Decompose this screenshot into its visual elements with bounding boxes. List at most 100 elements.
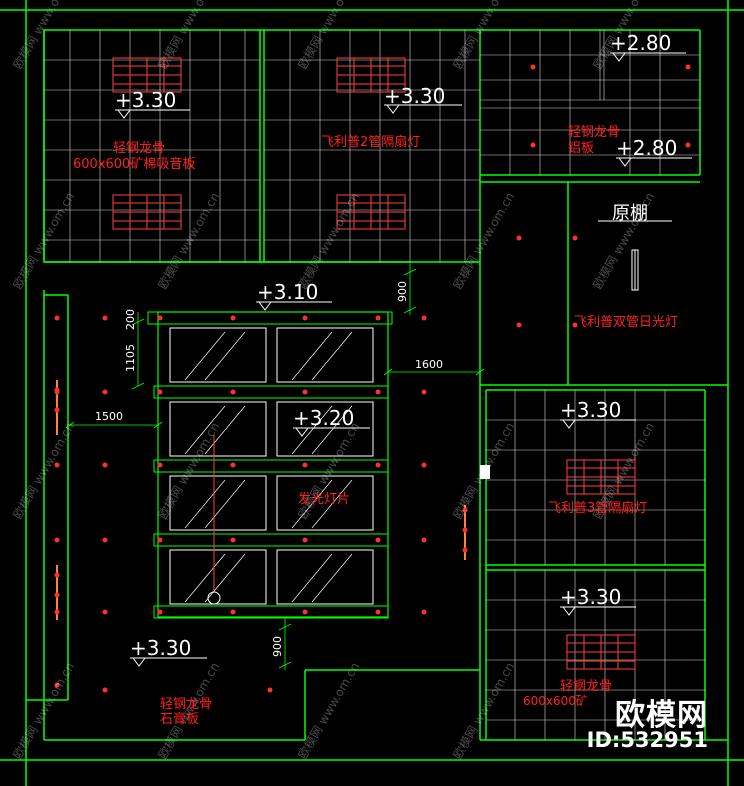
downlight-marker (302, 609, 308, 615)
downlights (54, 64, 691, 693)
label-top-left-1: 轻钢龙骨 (113, 141, 165, 156)
watermark-layer: 欧模网 www.om.cn 欧模网 www.om.cn 欧模网 www.om.cn 欧… (10, 0, 657, 762)
label-center-panel: 发光灯片 (298, 491, 350, 507)
dim-200: 200 (124, 309, 137, 330)
dim-1600: 1600 (415, 358, 443, 371)
downlight-marker (54, 407, 60, 413)
downlight-marker (54, 537, 60, 543)
room-labels: 轻钢龙骨 600x600矿棉吸音板 飞利普2管隔扇灯 轻钢龙骨 铝板 飞利普双管… (73, 125, 678, 727)
label-top-right-2: 铝板 (568, 141, 594, 156)
grid-right-low (486, 570, 705, 740)
elev-top-middle: +3.30 (384, 84, 445, 108)
label-bottom-left-2: 石膏板 (160, 711, 199, 727)
dimension-labels: 900 1105 200 1500 1600 900 (95, 281, 443, 657)
elevation-labels: +3.30 +3.30 +2.80 +2.80 +3.10 +3.20 +3.3… (115, 31, 677, 660)
downlight-marker (421, 315, 427, 321)
label-top-middle: 飞利普2管隔扇灯 (321, 134, 420, 150)
elev-top-right: +2.80 (610, 31, 671, 55)
brand-logo-text: 欧模网 (615, 698, 708, 733)
downlight-marker (421, 389, 427, 395)
label-right-mid: 飞利普3管隔扇灯 (548, 500, 647, 516)
elev-right-low: +3.30 (560, 585, 621, 609)
downlight-marker (54, 592, 60, 598)
downlight-marker (157, 609, 163, 615)
grid-top-left (44, 30, 260, 262)
watermark-text: 欧模网 www.om.cn (155, 190, 222, 291)
downlight-marker (421, 462, 427, 468)
downlight-marker (157, 462, 163, 468)
downlight-marker (375, 389, 381, 395)
downlight-marker (462, 547, 468, 553)
elev-right-mid: +3.30 (560, 398, 621, 422)
elev-center-top: +3.10 (257, 280, 318, 304)
label-top-right-1: 轻钢龙骨 (568, 125, 620, 140)
downlight-marker (302, 389, 308, 395)
elevation-marker-shapes (115, 52, 692, 667)
dim-900-bottom: 900 (271, 636, 284, 657)
downlight-marker (102, 609, 108, 615)
downlight-marker (516, 322, 522, 328)
downlight-marker (230, 389, 236, 395)
downlight-marker (157, 315, 163, 321)
central-light-panel (147, 311, 393, 619)
elev-top-right-lower: +2.80 (616, 136, 677, 160)
downlight-marker (375, 537, 381, 543)
grid-top-middle (264, 30, 480, 262)
label-original-ceiling: 原棚 (612, 203, 648, 224)
downlight-marker (267, 687, 273, 693)
brand-id: ID:532951 (586, 728, 708, 752)
downlight-marker (230, 537, 236, 543)
downlight-marker (157, 389, 163, 395)
label-tube-light: 飞利普双管日光灯 (574, 315, 678, 330)
downlight-marker (302, 537, 308, 543)
dimension-lines (65, 262, 485, 670)
downlight-marker (54, 682, 60, 688)
downlight-marker (375, 462, 381, 468)
downlight-marker (421, 537, 427, 543)
label-top-left-2: 600x600矿棉吸音板 (73, 156, 195, 172)
downlight-marker (54, 387, 60, 393)
downlight-marker (572, 322, 578, 328)
downlight-marker (230, 315, 236, 321)
downlight-marker (375, 315, 381, 321)
downlight-marker (54, 572, 60, 578)
downlight-marker (230, 609, 236, 615)
downlight-marker (572, 235, 578, 241)
downlight-marker (54, 609, 60, 615)
downlight-marker (421, 609, 427, 615)
downlight-marker (685, 64, 691, 70)
watermark-text: 欧模网 www.om.cn (450, 660, 517, 761)
label-bottom-right-2: 600x600矿 (523, 694, 588, 708)
downlight-marker (102, 537, 108, 543)
downlight-marker (530, 64, 536, 70)
watermark-text: 欧模网 www.om.cn (295, 190, 362, 291)
dim-1105: 1105 (124, 344, 137, 372)
downlight-marker (685, 142, 691, 148)
downlight-marker (102, 315, 108, 321)
downlight-marker (302, 462, 308, 468)
tube-light (631, 249, 639, 291)
grille-light-fixtures (112, 57, 636, 670)
wall-switch (480, 465, 490, 479)
downlight-marker (54, 315, 60, 321)
elev-top-left: +3.30 (115, 88, 176, 112)
downlight-marker (102, 687, 108, 693)
downlight-marker (230, 462, 236, 468)
label-bottom-left-1: 轻钢龙骨 (160, 697, 212, 712)
dim-900-top: 900 (396, 281, 409, 302)
grid-top-right (480, 30, 700, 175)
watermark-text: 欧模网 www.om.cn (155, 420, 222, 521)
downlight-marker (302, 315, 308, 321)
downlight-marker (102, 462, 108, 468)
label-bottom-right-1: 轻钢龙骨 (560, 679, 612, 694)
downlight-marker (54, 462, 60, 468)
downlight-marker (516, 235, 522, 241)
downlight-marker (157, 537, 163, 543)
watermark-text: 欧模网 www.om.cn (450, 190, 517, 291)
downlight-marker (375, 609, 381, 615)
elev-bottom-left: +3.30 (130, 636, 191, 660)
downlight-marker (462, 507, 468, 513)
dim-1500: 1500 (95, 410, 123, 423)
